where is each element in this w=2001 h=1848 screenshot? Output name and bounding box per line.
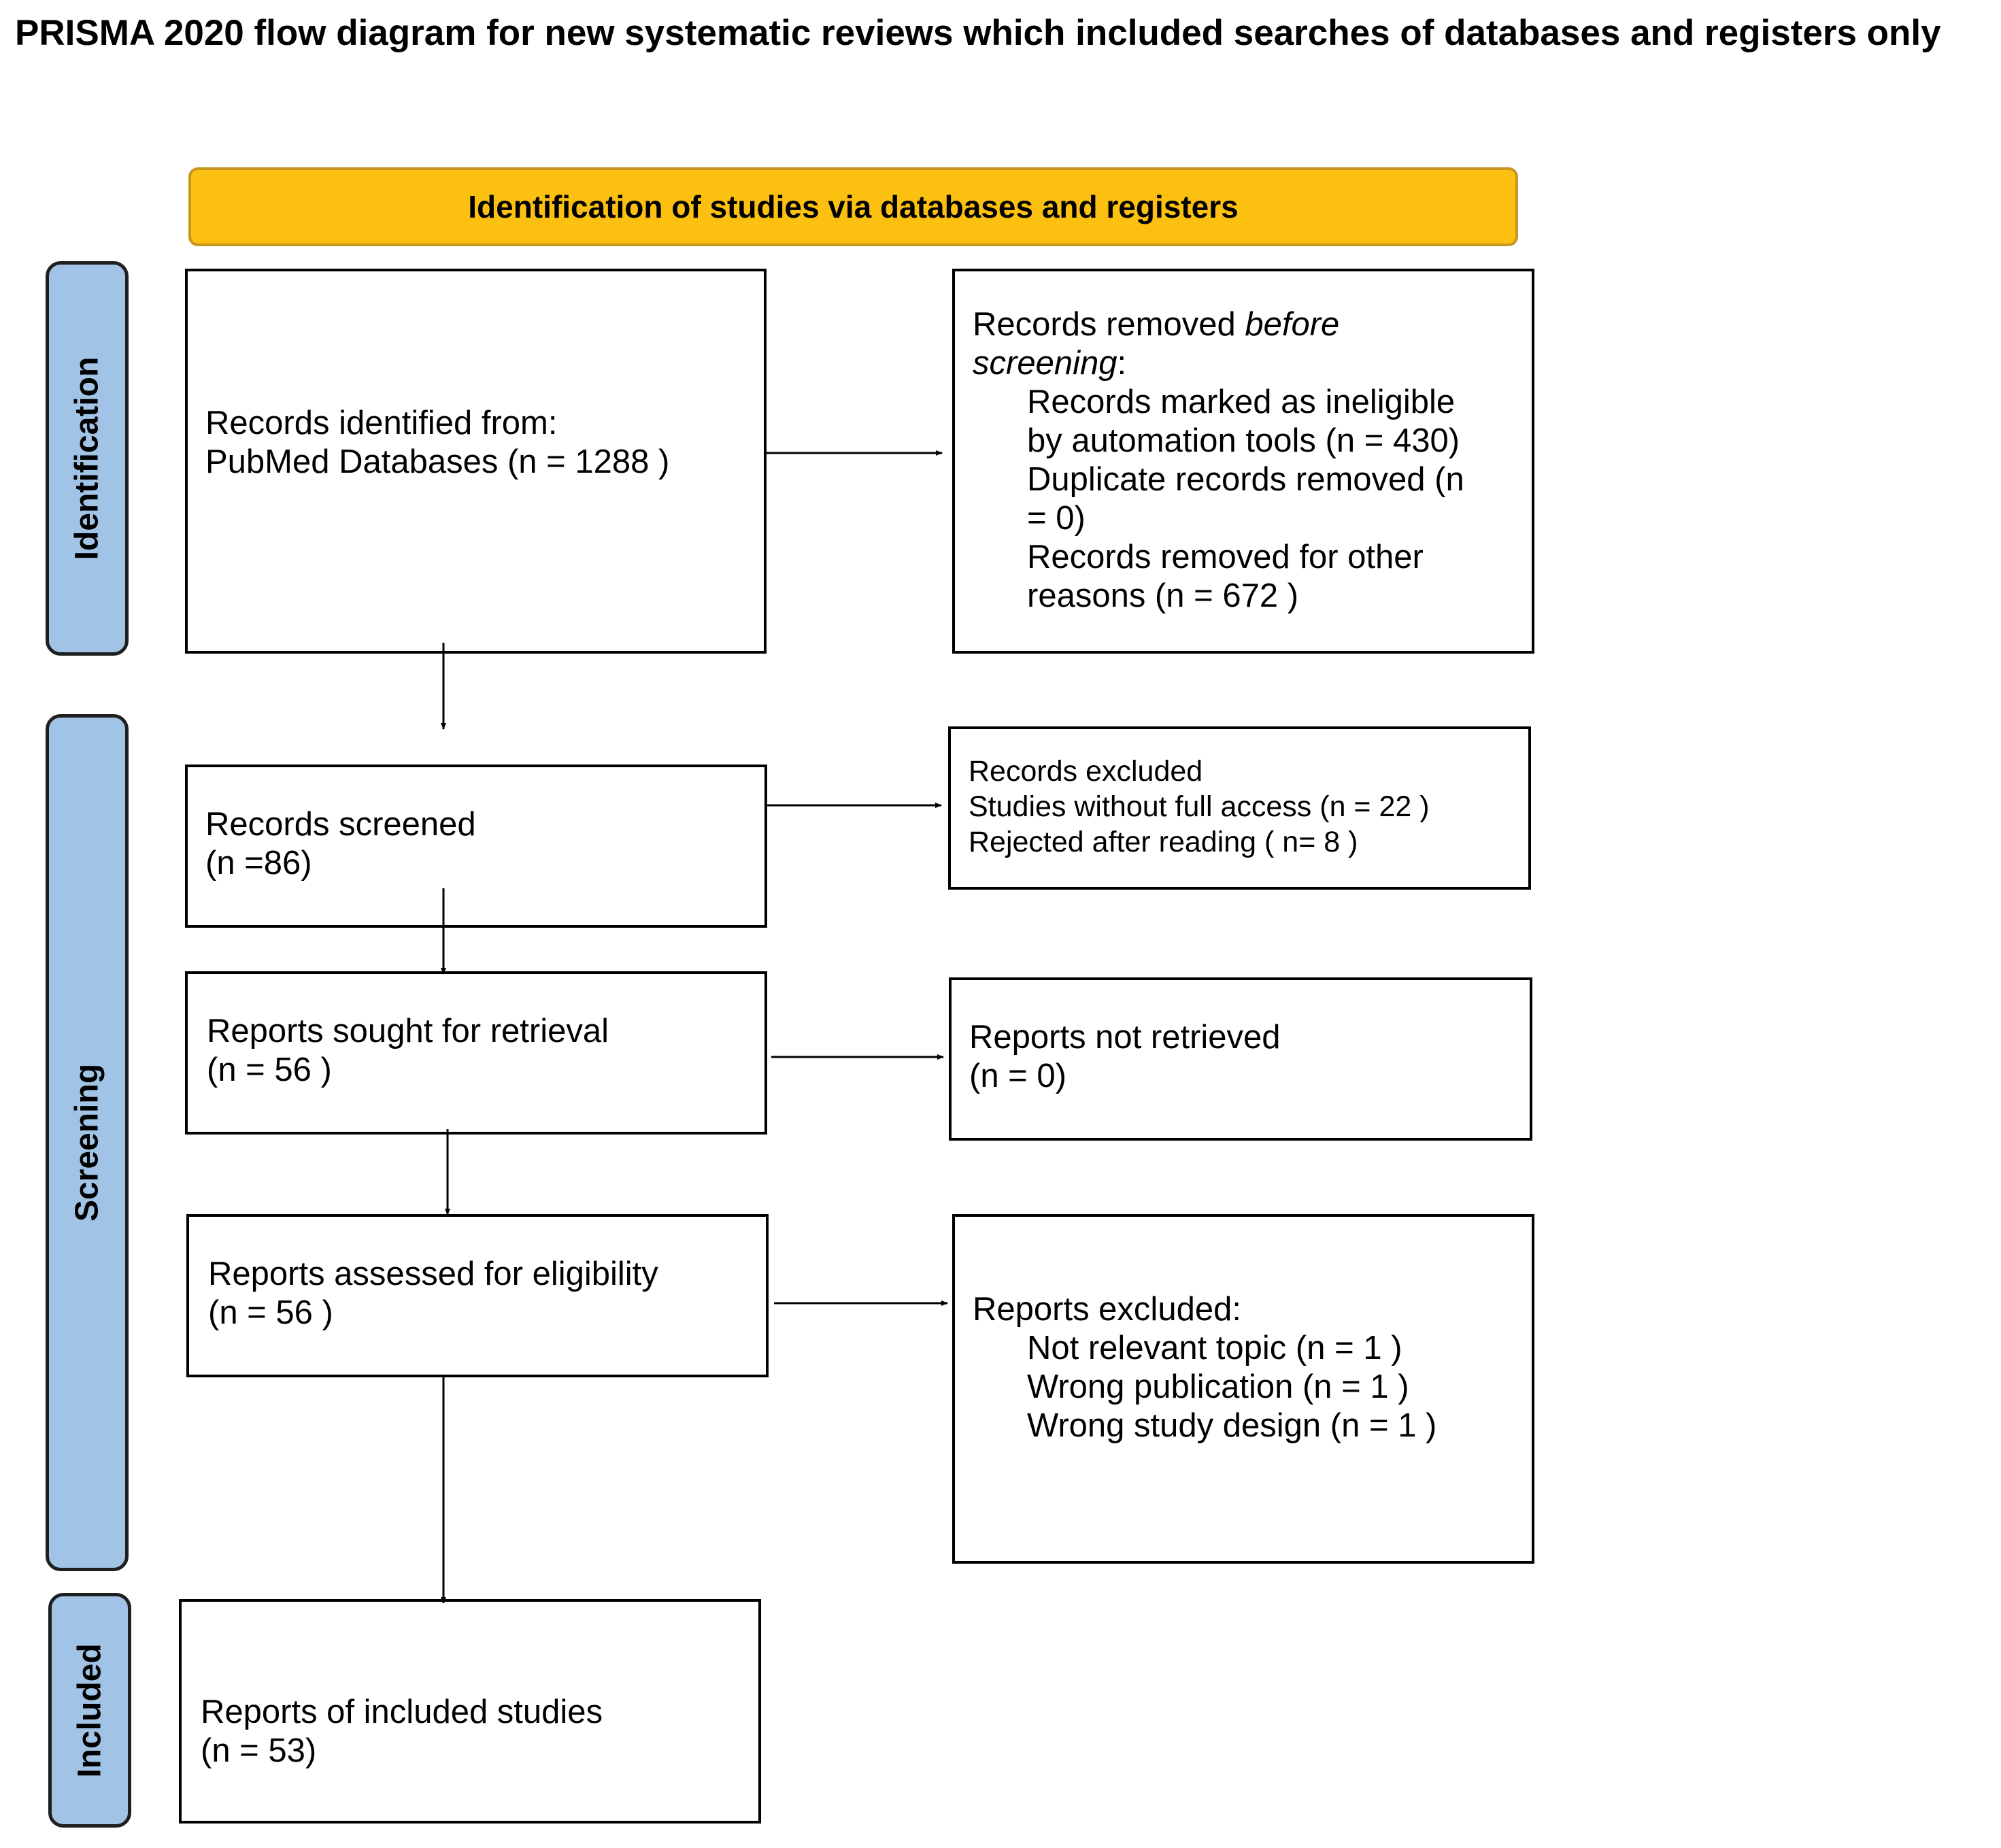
records-screened-count: (n =86) — [205, 845, 312, 881]
records-identified-heading: Records identified from: — [205, 405, 558, 441]
other-reasons-line1: Records removed for other — [1027, 539, 1424, 575]
no-full-access-line: Studies without full access (n = 22 ) — [969, 790, 1430, 823]
records-removed-heading: Records removed before — [973, 306, 1340, 343]
records-ineligible-line2: by automation tools (n = 430) — [1027, 422, 1460, 459]
reports-excluded-heading: Reports excluded: — [973, 1291, 1241, 1328]
reports-excluded-box: Reports excluded: Not relevant topic (n … — [952, 1214, 1534, 1564]
other-reasons-line2: reasons (n = 672 ) — [1027, 577, 1299, 614]
reports-not-retrieved-count: (n = 0) — [969, 1058, 1066, 1094]
reports-sought-box: Reports sought for retrieval (n = 56 ) — [185, 971, 767, 1135]
not-relevant-topic-line: Not relevant topic (n = 1 ) — [1027, 1330, 1402, 1366]
included-studies-label: Reports of included studies — [201, 1694, 603, 1730]
phase-identification: Identification — [46, 261, 129, 656]
reports-not-retrieved-label: Reports not retrieved — [969, 1019, 1281, 1056]
wrong-study-design-line: Wrong study design (n = 1 ) — [1027, 1407, 1437, 1444]
rejected-after-reading-line: Rejected after reading ( n= 8 ) — [969, 826, 1358, 858]
records-excluded-box: Records excluded Studies without full ac… — [948, 726, 1531, 890]
records-ineligible-line1: Records marked as ineligible — [1027, 384, 1456, 420]
reports-assessed-box: Reports assessed for eligibility (n = 56… — [186, 1214, 769, 1377]
records-removed-heading-cont: screening: — [973, 345, 1127, 382]
reports-assessed-count: (n = 56 ) — [208, 1294, 333, 1331]
records-identified-count: PubMed Databases (n = 1288 ) — [205, 443, 670, 480]
banner-label: Identification of studies via databases … — [468, 189, 1239, 224]
wrong-publication-line: Wrong publication (n = 1 ) — [1027, 1368, 1409, 1405]
records-removed-box: Records removed before screening: Record… — [952, 269, 1534, 654]
records-screened-box: Records screened (n =86) — [185, 765, 767, 928]
identification-banner: Identification of studies via databases … — [188, 167, 1518, 246]
reports-sought-count: (n = 56 ) — [207, 1052, 332, 1088]
diagram-title: PRISMA 2020 flow diagram for new systema… — [15, 13, 1941, 53]
included-studies-count: (n = 53) — [201, 1732, 317, 1769]
records-excluded-heading: Records excluded — [969, 755, 1203, 788]
records-screened-label: Records screened — [205, 806, 476, 843]
phase-included: Included — [48, 1593, 131, 1828]
reports-sought-label: Reports sought for retrieval — [207, 1013, 609, 1049]
records-identified-box: Records identified from: PubMed Database… — [185, 269, 767, 654]
duplicate-records-line1: Duplicate records removed (n — [1027, 461, 1464, 498]
reports-not-retrieved-box: Reports not retrieved (n = 0) — [949, 977, 1532, 1141]
included-studies-box: Reports of included studies (n = 53) — [179, 1599, 761, 1824]
reports-assessed-label: Reports assessed for eligibility — [208, 1256, 658, 1292]
phase-screening: Screening — [46, 714, 129, 1571]
duplicate-records-line2: = 0) — [1027, 500, 1086, 537]
